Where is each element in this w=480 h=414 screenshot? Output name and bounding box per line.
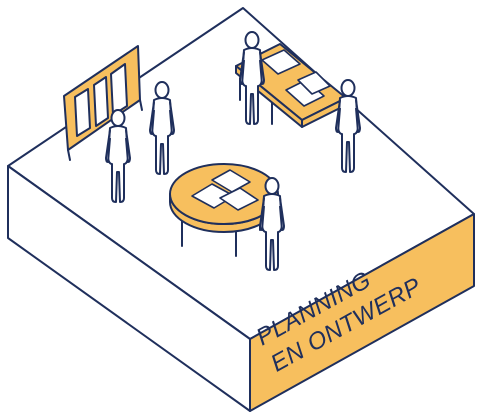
pinboard-icon: [63, 45, 143, 161]
document-icon: [261, 49, 331, 107]
platform-right-face: [249, 213, 475, 412]
document-icon: [191, 169, 259, 211]
